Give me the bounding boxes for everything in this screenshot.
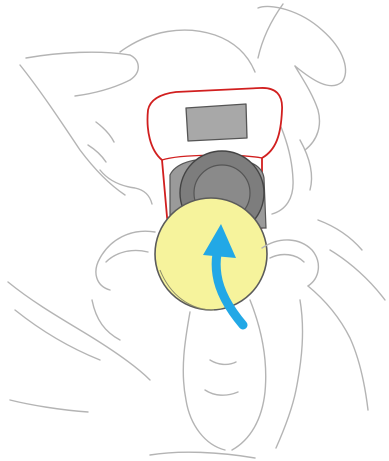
upper-hand-finger-back: [295, 66, 319, 150]
center-finger-crease-2: [205, 390, 238, 395]
upper-hand-crease-2: [88, 145, 106, 162]
left-thumb-nail: [106, 250, 148, 262]
right-hand-contour-2: [276, 300, 303, 448]
center-finger-crease: [210, 360, 236, 364]
center-finger-left: [183, 312, 225, 450]
right-hand-edge: [330, 250, 385, 300]
upper-hand-lower-contour: [100, 170, 152, 204]
device-slot: [186, 104, 247, 141]
upper-hand-knuckle: [258, 4, 283, 58]
right-thumb: [262, 240, 318, 286]
upper-hand-left-contour: [20, 65, 125, 195]
bottom-wrist: [150, 452, 255, 458]
upper-hand-thumb-tip: [120, 30, 255, 72]
left-hand-wrist: [10, 400, 88, 412]
left-hand-finger: [92, 300, 120, 340]
upper-hand-right-knuckle: [300, 140, 312, 190]
right-thumb-nail: [270, 255, 304, 262]
upper-hand-crease: [96, 122, 114, 142]
left-thumb: [96, 231, 155, 290]
right-hand-knuckle: [318, 220, 362, 250]
left-hand-contour: [8, 282, 150, 380]
right-hand-contour: [308, 286, 368, 410]
upper-hand-nail: [258, 6, 346, 85]
upper-hand-left-finger: [26, 52, 138, 96]
